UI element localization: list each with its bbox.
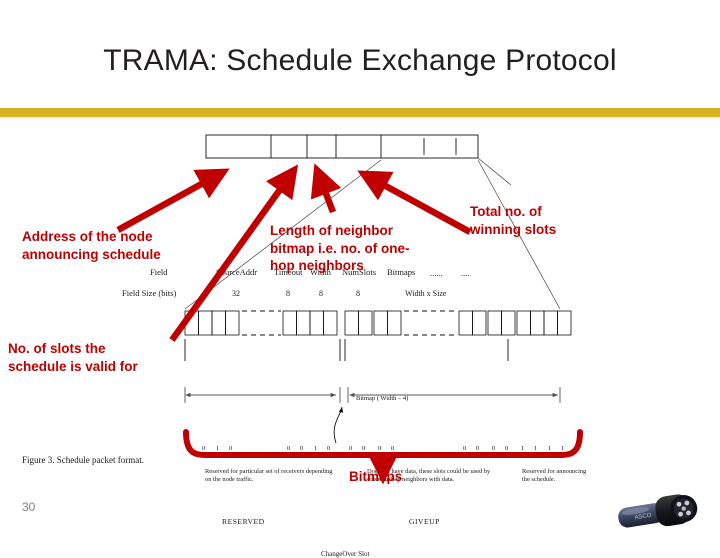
span-arrows [184, 387, 561, 403]
range-label-reserved: RESERVED [222, 517, 265, 526]
field-name-numslots: NumSlots [342, 267, 377, 277]
annotation-line: No. of slots the [8, 341, 106, 356]
changeover-pointer [333, 406, 344, 444]
bit-cell: 0 [463, 445, 467, 452]
packet-table-outline [205, 134, 479, 159]
bitmap-ellipsis-dashes [242, 310, 455, 336]
bit-cell: 1 [314, 445, 318, 452]
field-name-bitmaps: Bitmaps [387, 267, 416, 277]
bitmap-note-reserved: Reserved for particular set of receivers… [205, 468, 333, 484]
annotation-line: bitmap i.e. no. of one- [270, 240, 410, 256]
field-name-sourceaddr: SourceAddr [216, 267, 258, 277]
page-number: 30 [22, 500, 36, 514]
figure-vector-layer [184, 134, 572, 444]
bit-cell: 0 [505, 445, 509, 452]
annotation-source-addr: Address of the node announcing schedule [22, 228, 202, 263]
field-size-numslots: 8 [356, 289, 360, 298]
field-size-sourceaddr: 32 [232, 289, 240, 298]
bit-cell: 1 [216, 445, 220, 452]
annotation-line: Address of the node [22, 229, 153, 244]
svg-text:ASCO: ASCO [634, 513, 652, 522]
bit-cell: 1 [548, 445, 552, 452]
field-size-bitmaps: Width x Size [405, 289, 447, 298]
annotation-line: Length of neighbor [270, 223, 393, 238]
bit-cell: 0 [229, 445, 233, 452]
page-title: TRAMA: Schedule Exchange Protocol [103, 44, 617, 77]
figure-caption: Figure 3. Schedule packet format. [22, 455, 144, 465]
range-label-giveup: GIVEUP [409, 517, 440, 526]
slide-root: TRAMA: Schedule Exchange Protocol [0, 44, 720, 558]
bit-cell: 0 [378, 445, 382, 452]
field-size-width: 8 [319, 289, 323, 298]
bitmap-note-announcing: Reserved for announcing the schedule. [522, 468, 587, 484]
bit-cell: 0 [300, 445, 304, 452]
annotation-arrows [116, 163, 472, 342]
annotation-width: Length of neighbor bitmap i.e. no. of on… [270, 222, 445, 275]
connector-photo-logo: ASCO [618, 494, 698, 528]
note-separators [184, 339, 509, 361]
bit-cell: 0 [349, 445, 353, 452]
bit-cell: 0 [287, 445, 291, 452]
title-accent-bar [0, 108, 720, 117]
bit-cell: 0 [327, 445, 331, 452]
title-accent-shadow [0, 117, 720, 119]
bit-cell: 0 [492, 445, 496, 452]
expansion-guides [184, 157, 561, 310]
annotation-timeout: No. of slots the schedule is valid for [8, 340, 188, 375]
bit-cell: 1 [561, 445, 565, 452]
changeover-slot-label: ChangeOver Slot [321, 550, 370, 558]
annotation-bitmaps: Bitmaps [349, 468, 402, 486]
figure-schedule-packet-format: Field Field Size (bits) SourceAddr Timeo… [0, 125, 720, 558]
bitmaps-bracket [183, 429, 583, 458]
row-label-field-size: Field Size (bits) [122, 288, 177, 298]
bitmap-note-giveup: Does not have data, these slots could be… [367, 468, 491, 484]
row-label-field: Field [150, 267, 168, 277]
field-name-timeout: Timeout [274, 267, 303, 277]
annotation-line: announcing schedule [22, 246, 161, 262]
field-name-ellipsis-2: .... [461, 268, 470, 278]
bit-cell: 0 [391, 445, 395, 452]
field-size-timeout: 8 [286, 289, 290, 298]
annotation-numslots: Total no. of winning slots [470, 203, 620, 238]
bit-cell: 0 [202, 445, 206, 452]
field-name-width: Width [310, 267, 331, 277]
annotation-arrow-layer [116, 163, 583, 485]
annotation-line: winning slots [470, 221, 557, 237]
bitmap-width-label: Bitmap ( Width – 4) [356, 395, 409, 402]
bitmap-cells [184, 310, 572, 336]
field-name-ellipsis-1: ...... [430, 268, 443, 278]
bit-cell: 0 [362, 445, 366, 452]
bit-cell: 1 [534, 445, 538, 452]
bit-cell: 0 [476, 445, 480, 452]
annotation-line: Bitmaps [349, 469, 403, 484]
annotation-line: schedule is valid for [8, 358, 138, 374]
annotation-line: Total no. of [470, 204, 542, 219]
annotation-line: hop neighbors [270, 258, 364, 273]
bit-cell: 1 [521, 445, 525, 452]
